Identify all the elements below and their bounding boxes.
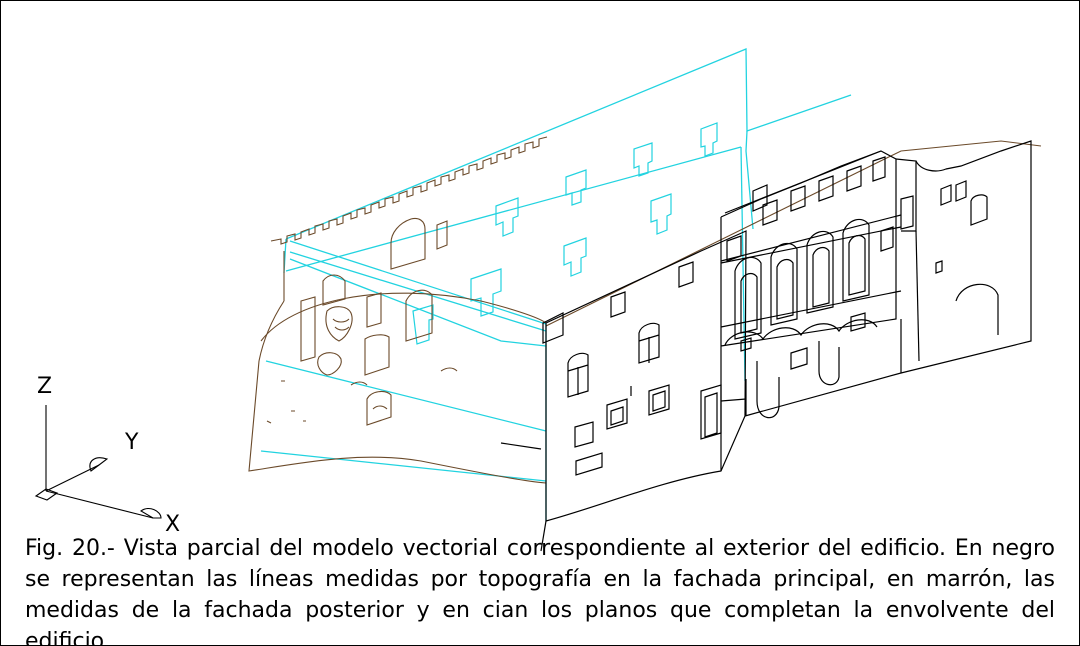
z-axis-label: Z (37, 374, 52, 399)
y-axis (45, 464, 100, 492)
figure-caption: Fig. 20.- Vista parcial del modelo vecto… (25, 536, 1055, 646)
x-axis-label: X (165, 512, 180, 537)
axis-icon (34, 405, 162, 519)
envelope-planes (260, 48, 852, 521)
main-facade (500, 140, 1032, 552)
envelope-windows (412, 122, 718, 345)
y-axis-label: Y (124, 430, 139, 455)
x-axis (45, 490, 154, 519)
rear-facade (248, 136, 1042, 484)
